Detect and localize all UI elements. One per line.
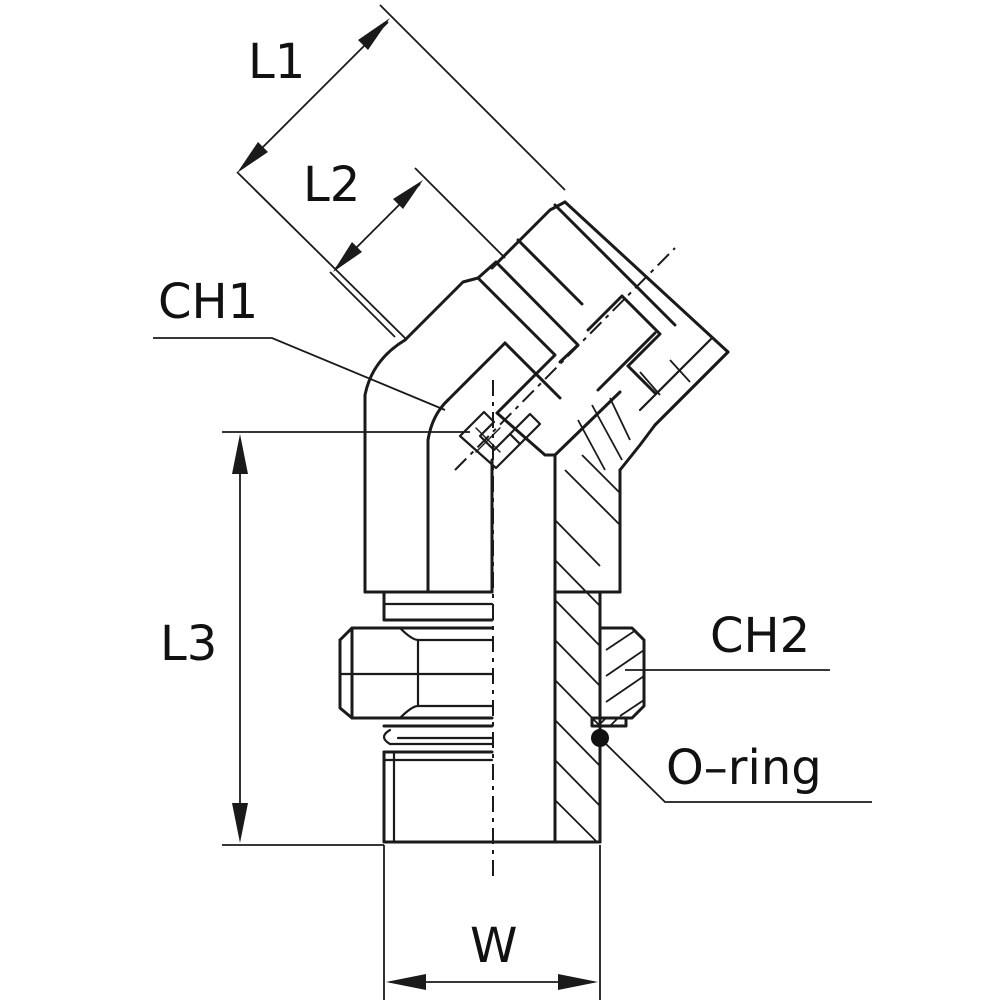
leader-ch1 — [153, 337, 446, 411]
section-hatch-lower — [554, 454, 621, 843]
dimension-l1 — [236, 4, 566, 341]
label-o-ring: O–ring — [666, 740, 822, 796]
centerlines — [454, 247, 676, 880]
fitting-angled-body — [403, 200, 730, 472]
dimension-l3 — [222, 431, 470, 846]
dimension-l2 — [329, 167, 506, 338]
o-ring-section — [591, 729, 609, 747]
label-w: W — [470, 918, 517, 974]
locknut-hex — [338, 626, 494, 720]
locknut-section-right — [590, 626, 646, 728]
section-hatch-upper — [577, 359, 691, 471]
label-l1: L1 — [248, 34, 305, 90]
label-ch1: CH1 — [158, 274, 258, 330]
label-ch2: CH2 — [710, 608, 810, 664]
o-ring-groove-left — [382, 724, 494, 746]
dimension-w — [383, 845, 601, 1000]
leader-o-ring — [605, 743, 872, 803]
threaded-end — [382, 750, 602, 844]
label-l3: L3 — [160, 616, 217, 672]
ch1-marker — [458, 410, 542, 470]
label-l2: L2 — [303, 157, 360, 213]
